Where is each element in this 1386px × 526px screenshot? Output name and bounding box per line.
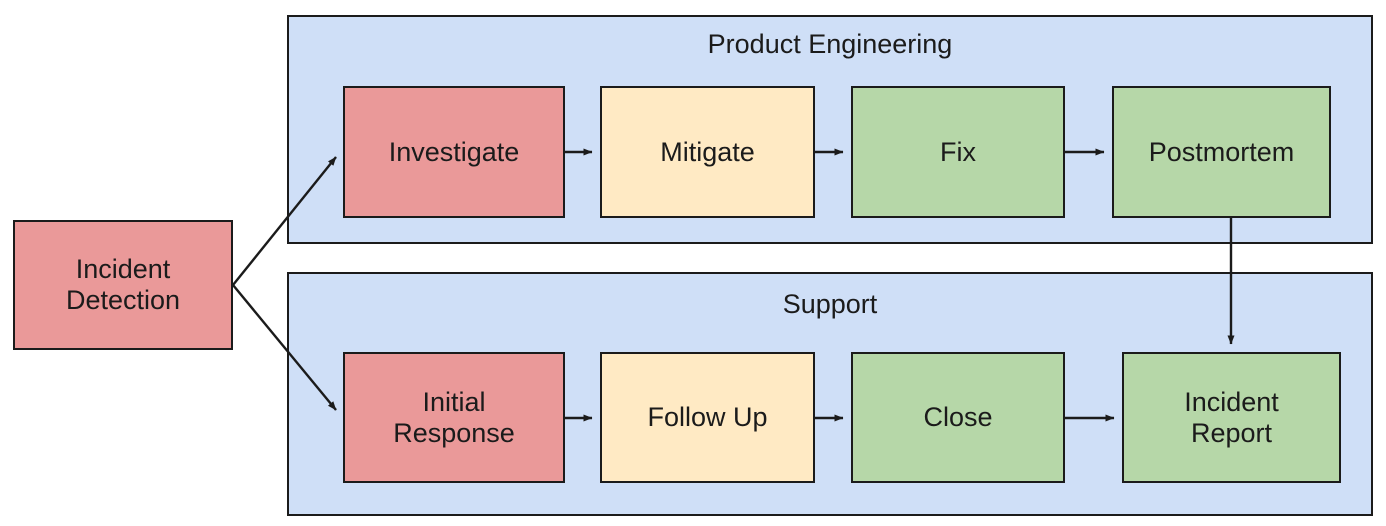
node-incident-report[interactable]: Incident Report [1122, 352, 1341, 483]
node-label-mitigate: Mitigate [660, 136, 755, 167]
node-close[interactable]: Close [851, 352, 1065, 483]
node-postmortem[interactable]: Postmortem [1112, 86, 1331, 218]
node-label-incident-detection: Incident Detection [65, 254, 181, 315]
node-follow-up[interactable]: Follow Up [600, 352, 815, 483]
node-label-fix: Fix [940, 136, 976, 167]
node-incident-detection[interactable]: Incident Detection [13, 220, 233, 350]
node-label-investigate: Investigate [388, 136, 520, 167]
node-mitigate[interactable]: Mitigate [600, 86, 815, 218]
node-initial-response[interactable]: Initial Response [343, 352, 565, 483]
node-investigate[interactable]: Investigate [343, 86, 565, 218]
swimlane-title-product-engineering: Product Engineering [707, 29, 953, 59]
node-fix[interactable]: Fix [851, 86, 1065, 218]
node-label-postmortem: Postmortem [1148, 136, 1295, 167]
node-label-initial-response: Initial Response [393, 386, 515, 448]
swimlane-title-support: Support [782, 289, 878, 319]
node-label-close: Close [923, 402, 993, 433]
node-label-follow-up: Follow Up [647, 402, 768, 433]
node-label-incident-report: Incident Report [1184, 386, 1279, 448]
